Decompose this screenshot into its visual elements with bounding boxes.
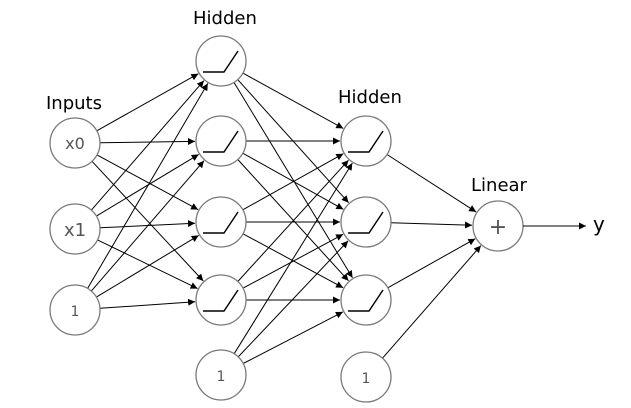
edge-hidden1-to-hidden2 <box>242 233 344 289</box>
edge-hidden1-to-hidden2 <box>237 159 349 282</box>
linear-layer-label: Linear <box>471 175 528 196</box>
input-node-x0: x0 <box>49 117 101 169</box>
output-y-label: y <box>593 212 605 236</box>
edge-input-to-hidden1 <box>87 83 209 289</box>
relu-icon <box>348 130 384 153</box>
edge-hidden2-to-output <box>387 238 476 289</box>
relu-icon <box>203 50 239 73</box>
edge-input-to-hidden1 <box>90 160 205 292</box>
edge-hidden1-to-hidden2 <box>242 72 344 129</box>
edge-input-to-hidden1 <box>91 160 204 282</box>
edge-input-to-hidden1 <box>97 239 198 290</box>
hidden1-node-3 <box>195 196 247 248</box>
edge-hidden2-to-output <box>386 154 477 213</box>
hidden-layer-2-label: Hidden <box>338 87 402 108</box>
relu-icon <box>348 289 384 312</box>
edge-hidden1-to-hidden2 <box>233 82 353 279</box>
hidden1-bias-label: 1 <box>217 369 226 385</box>
edge-input-to-hidden1 <box>99 298 196 309</box>
hidden2-node-3 <box>340 274 392 326</box>
inputs-layer-label: Inputs <box>46 93 102 114</box>
input-node-x1: x1 <box>49 203 101 255</box>
edge-input-to-hidden1 <box>96 234 199 298</box>
relu-icon <box>348 211 384 234</box>
edge-input-to-hidden1 <box>91 80 205 211</box>
edge-hidden1-to-hidden2 <box>242 311 344 364</box>
output-plus-sign: + <box>489 215 507 240</box>
edge-hidden2-to-output <box>390 221 473 229</box>
hidden1-bias-node: 1 <box>195 349 247 401</box>
hidden2-bias-label: 1 <box>362 371 371 387</box>
hidden1-node-1 <box>195 35 247 87</box>
hidden-layer-1-label: Hidden <box>193 8 257 29</box>
relu-icon <box>203 130 239 153</box>
edge-input-to-hidden1 <box>99 137 196 145</box>
input-bias-label: 1 <box>71 304 80 320</box>
edge-input-to-hidden1 <box>96 154 199 211</box>
hidden1-node-4 <box>195 274 247 326</box>
hidden2-node-1 <box>340 115 392 167</box>
connections <box>87 72 482 364</box>
relu-icon <box>203 289 239 312</box>
relu-icon <box>203 211 239 234</box>
edge-input-to-hidden1 <box>96 73 199 132</box>
edge-hidden1-to-hidden2 <box>233 162 353 354</box>
output-node: + <box>472 200 524 252</box>
input-node-x1-label: x1 <box>64 220 86 241</box>
hidden2-node-2 <box>340 196 392 248</box>
edge-hidden1-to-hidden2 <box>237 240 349 358</box>
input-bias-node: 1 <box>49 284 101 336</box>
input-node-x0-label: x0 <box>65 134 85 153</box>
hidden2-bias-node: 1 <box>340 351 392 403</box>
hidden1-node-2 <box>195 115 247 167</box>
edge-hidden1-to-hidden2 <box>242 153 344 211</box>
edge-hidden2-to-output <box>382 245 482 359</box>
